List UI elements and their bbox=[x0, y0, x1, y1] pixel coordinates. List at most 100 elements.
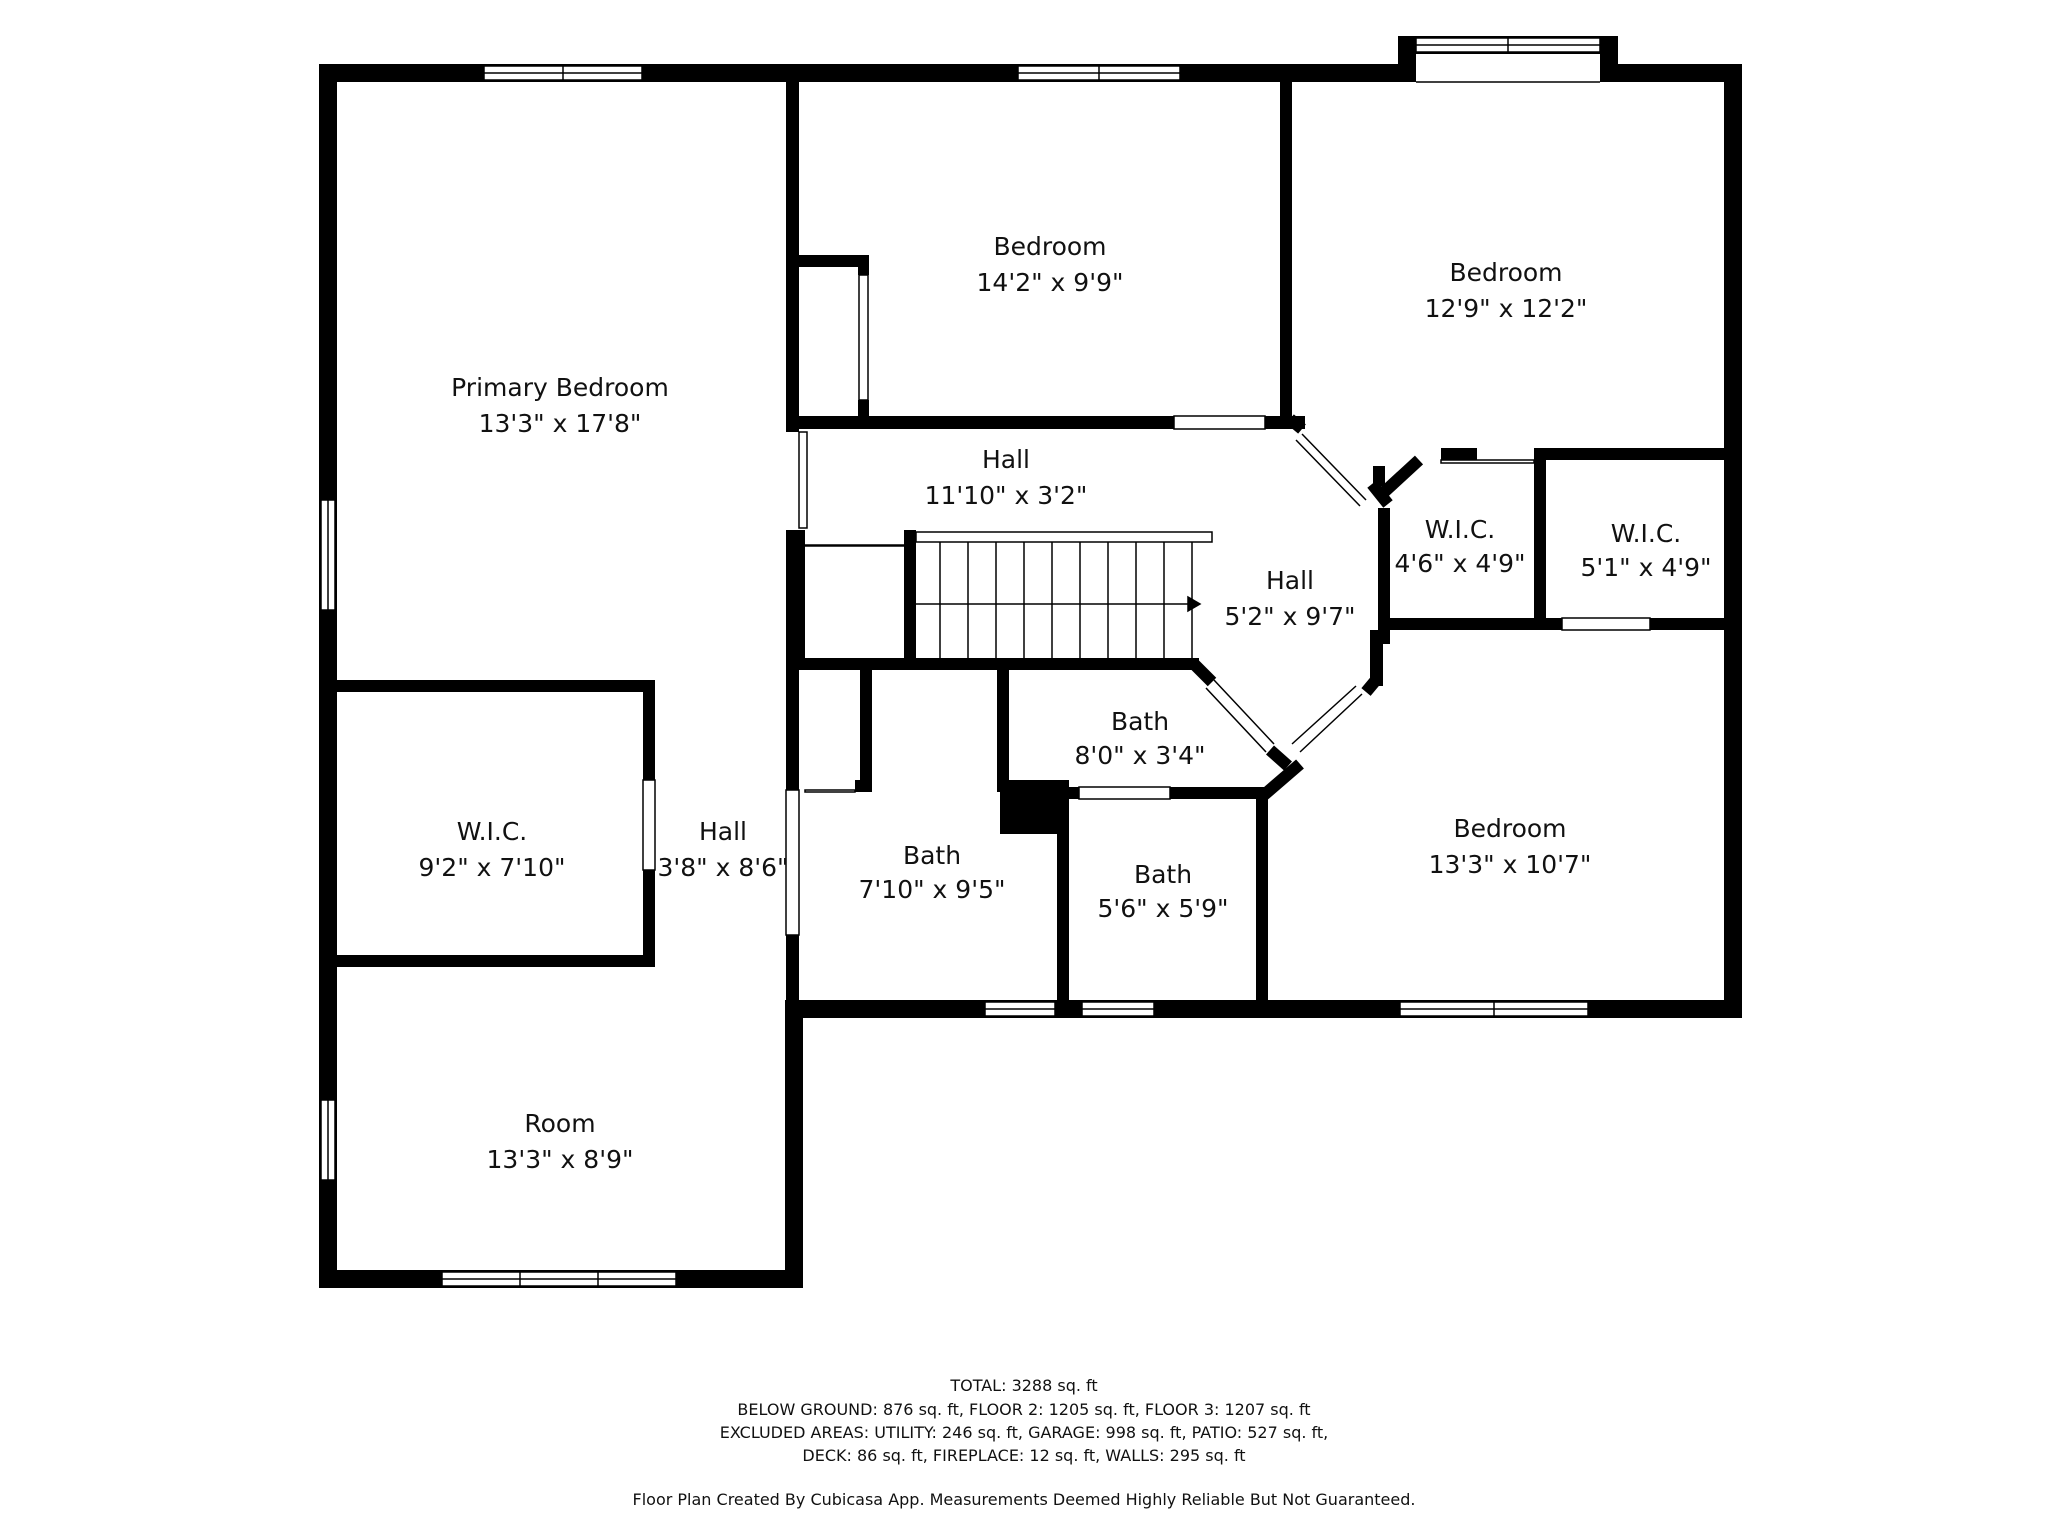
door-opening bbox=[1299, 693, 1363, 753]
room-name: Bath bbox=[1134, 860, 1192, 889]
wall bbox=[337, 955, 655, 967]
room-name: Bath bbox=[1111, 707, 1169, 736]
wall bbox=[1600, 64, 1742, 82]
walls bbox=[319, 36, 1742, 1288]
room-dims: 7'10" x 9'5" bbox=[859, 875, 1006, 904]
wall bbox=[795, 1000, 1742, 1018]
room-name: Primary Bedroom bbox=[451, 373, 669, 402]
room-name: Hall bbox=[699, 817, 747, 846]
diagonal-wall bbox=[1377, 455, 1424, 499]
wall bbox=[1650, 618, 1742, 630]
wall bbox=[799, 658, 1199, 670]
room-dims: 13'3" x 10'7" bbox=[1429, 850, 1592, 879]
wall bbox=[1170, 787, 1266, 799]
wall bbox=[786, 935, 799, 1000]
room-name: Hall bbox=[982, 445, 1030, 474]
diagonal-wall bbox=[1266, 745, 1292, 771]
staircase bbox=[915, 531, 1213, 658]
wall bbox=[1534, 448, 1546, 628]
wall bbox=[1378, 508, 1390, 644]
area-breakdown-line-3: DECK: 86 sq. ft, FIREPLACE: 12 sq. ft, W… bbox=[802, 1446, 1246, 1465]
wall bbox=[786, 82, 799, 432]
total-area: TOTAL: 3288 sq. ft bbox=[950, 1376, 1098, 1395]
room-dims: 9'2" x 7'10" bbox=[419, 853, 566, 882]
wall bbox=[860, 670, 872, 790]
room-dims: 13'3" x 8'9" bbox=[487, 1145, 634, 1174]
door-opening bbox=[1301, 433, 1367, 501]
window bbox=[1416, 54, 1600, 82]
stair-landing bbox=[915, 531, 1213, 543]
room-dims: 5'1" x 4'9" bbox=[1580, 553, 1711, 582]
door-opening bbox=[798, 544, 906, 547]
wall bbox=[1724, 64, 1742, 1018]
diagonal-walls bbox=[1189, 414, 1424, 800]
room-name: Hall bbox=[1266, 566, 1314, 595]
diagonal-wall bbox=[1260, 759, 1304, 800]
wall bbox=[1060, 1000, 1080, 1018]
door-opening bbox=[1561, 617, 1651, 631]
wall bbox=[799, 530, 805, 660]
door-opening bbox=[1078, 786, 1171, 800]
room-labels: Primary Bedroom 13'3" x 17'8" Bedroom 14… bbox=[419, 232, 1712, 1174]
wall bbox=[1065, 787, 1079, 799]
door-opening bbox=[642, 779, 656, 871]
wall bbox=[997, 780, 1069, 792]
wall bbox=[786, 530, 799, 790]
room-dims: 12'9" x 12'2" bbox=[1425, 294, 1588, 323]
diagonal-wall bbox=[1367, 480, 1393, 508]
area-breakdown-line-2: EXCLUDED AREAS: UTILITY: 246 sq. ft, GAR… bbox=[719, 1423, 1329, 1442]
room-dims: 3'8" x 8'6" bbox=[657, 853, 788, 882]
room-dims: 14'2" x 9'9" bbox=[977, 268, 1124, 297]
room-name: Bedroom bbox=[993, 232, 1106, 261]
room-name: Room bbox=[524, 1109, 595, 1138]
door-openings bbox=[642, 274, 1651, 936]
windows bbox=[320, 37, 1601, 1287]
room-name: Bedroom bbox=[1453, 814, 1566, 843]
wall bbox=[858, 255, 869, 275]
wall bbox=[1370, 630, 1383, 686]
door-opening bbox=[785, 789, 800, 936]
wall bbox=[1280, 82, 1292, 428]
wall bbox=[785, 1000, 803, 1288]
door-opening bbox=[1291, 685, 1357, 745]
door-opening bbox=[804, 789, 856, 793]
room-dims: 5'6" x 5'9" bbox=[1097, 894, 1228, 923]
wall bbox=[799, 255, 869, 267]
room-name: W.I.C. bbox=[1611, 519, 1682, 548]
credit-note: Floor Plan Created By Cubicasa App. Meas… bbox=[632, 1490, 1416, 1509]
wall bbox=[1534, 448, 1742, 460]
door-opening bbox=[1173, 415, 1266, 430]
wall bbox=[786, 416, 1174, 429]
wall bbox=[643, 680, 655, 780]
door-opening bbox=[1213, 679, 1275, 745]
room-dims: 5'2" x 9'7" bbox=[1224, 602, 1355, 631]
wall bbox=[1542, 618, 1562, 630]
wall bbox=[643, 870, 655, 960]
door-opening bbox=[798, 431, 808, 529]
wall bbox=[1000, 790, 1062, 834]
room-dims: 13'3" x 17'8" bbox=[479, 409, 642, 438]
room-name: W.I.C. bbox=[457, 817, 528, 846]
wall bbox=[1441, 448, 1477, 460]
wall bbox=[1256, 787, 1268, 1000]
diagonal-wall bbox=[1286, 414, 1306, 434]
door-opening bbox=[1295, 439, 1361, 507]
room-name: W.I.C. bbox=[1425, 515, 1496, 544]
room-dims: 4'6" x 4'9" bbox=[1394, 549, 1525, 578]
door-opening bbox=[858, 274, 869, 401]
wall bbox=[855, 780, 872, 792]
wall bbox=[1057, 790, 1069, 1000]
stair-arrow bbox=[1187, 595, 1202, 613]
room-dims: 8'0" x 3'4" bbox=[1074, 741, 1205, 770]
diagonal-wall bbox=[1361, 676, 1381, 696]
room-name: Bedroom bbox=[1449, 258, 1562, 287]
room-name: Bath bbox=[903, 841, 961, 870]
room-dims: 11'10" x 3'2" bbox=[925, 481, 1088, 510]
wall bbox=[858, 400, 869, 424]
diagonal-wall bbox=[1189, 659, 1217, 687]
door-opening bbox=[1205, 687, 1267, 753]
area-breakdown-line-1: BELOW GROUND: 876 sq. ft, FLOOR 2: 1205 … bbox=[737, 1400, 1311, 1419]
door-opening bbox=[1440, 459, 1535, 464]
wall bbox=[1378, 618, 1543, 630]
